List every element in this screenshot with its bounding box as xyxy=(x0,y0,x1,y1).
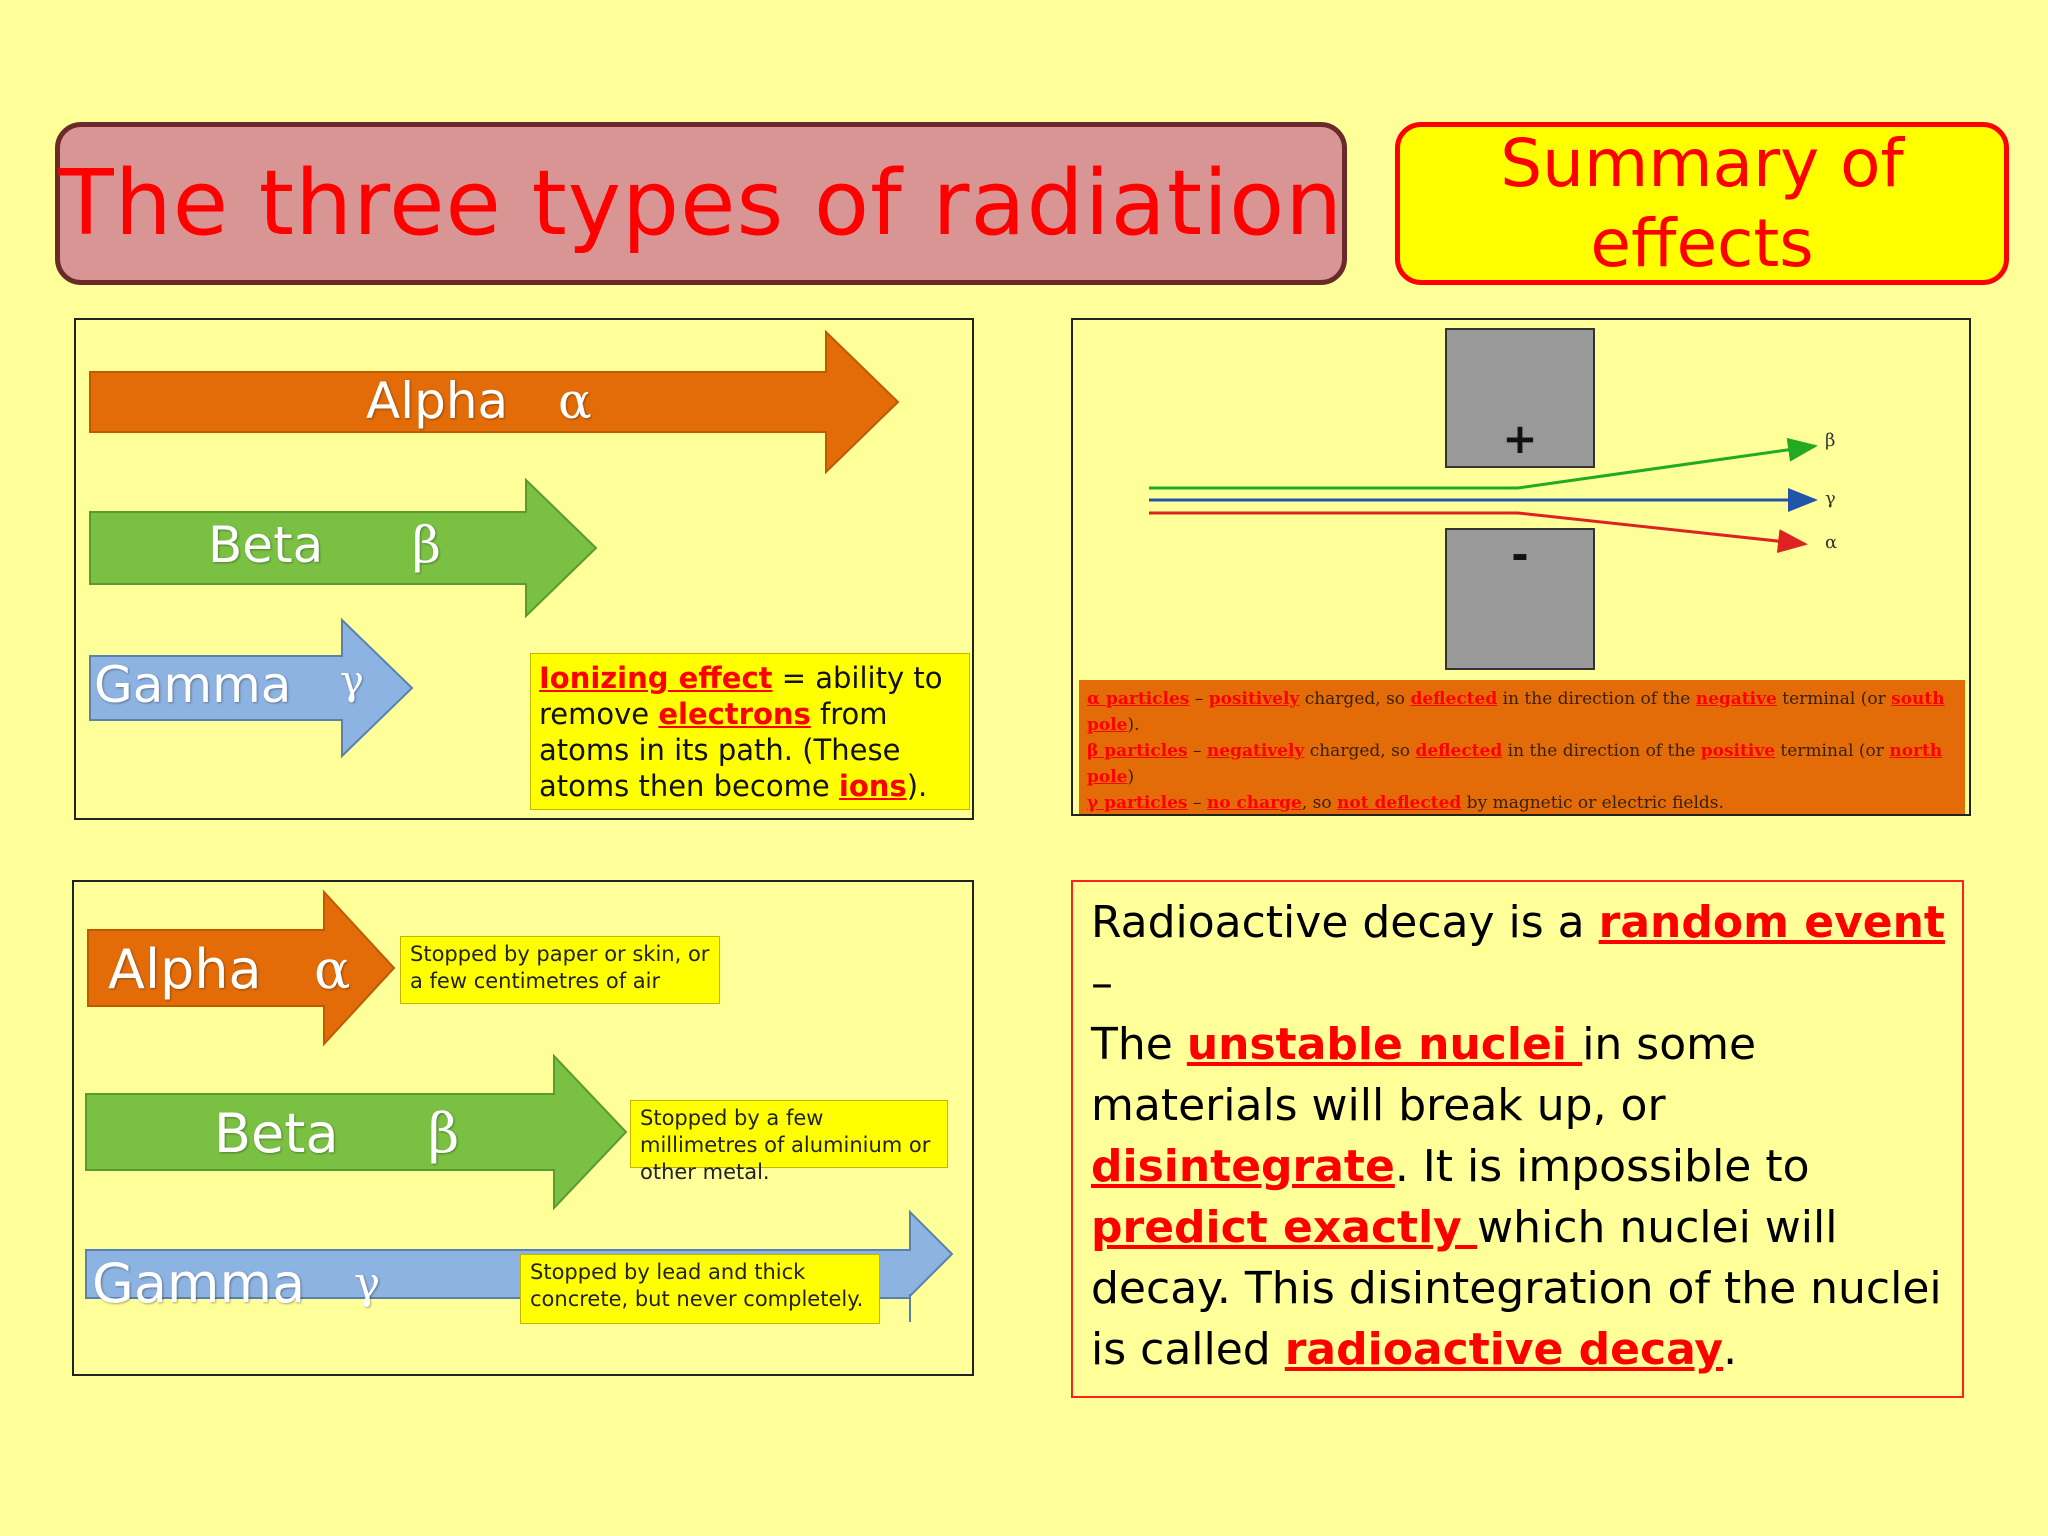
legend-alpha-text-3: terminal (or xyxy=(1776,689,1892,709)
legend-alpha-positive: positively xyxy=(1208,689,1300,709)
legend-alpha-negative: negative xyxy=(1695,689,1777,709)
beta-penetration-symbol: β xyxy=(428,1102,460,1165)
decay-text-1: Radioactive decay is a xyxy=(1091,897,1599,948)
alpha-label: Alpha xyxy=(366,372,509,430)
gamma-penetration-label: Gamma xyxy=(92,1252,306,1315)
predict-exactly-term: predict exactly xyxy=(1091,1202,1478,1253)
legend-gamma-no-charge: no charge xyxy=(1206,793,1302,813)
beta-penetration-arrow xyxy=(85,1053,628,1211)
random-event-term: random event xyxy=(1598,897,1945,948)
disintegrate-term: disintegrate xyxy=(1091,1141,1395,1192)
alpha-penetration-symbol: α xyxy=(314,938,351,1001)
legend-gamma-particles: γ particles xyxy=(1087,793,1188,813)
decay-text-6: which nuclei will decay. This disintegra… xyxy=(1091,1202,1942,1375)
alpha-symbol: α xyxy=(558,372,592,430)
ionizing-term: Ionizing effect xyxy=(539,661,773,695)
legend-beta-text-3: terminal (or xyxy=(1775,741,1890,761)
legend-gamma-dash: – xyxy=(1187,793,1207,813)
decay-text-7: . xyxy=(1723,1324,1738,1375)
beta-symbol: β xyxy=(412,516,441,574)
panel-radiation-types: Alpha α Beta β Gamma γ Ionizing effect =… xyxy=(74,318,974,820)
deflection-legend: α particles – positively charged, so def… xyxy=(1079,680,1965,814)
minus-sign: - xyxy=(1511,530,1529,579)
gamma-penetration-symbol: γ xyxy=(354,1258,381,1309)
positive-plate: + xyxy=(1445,328,1595,468)
legend-beta-deflected: deflected xyxy=(1415,741,1503,761)
ionize-text-3: ). xyxy=(906,769,928,803)
alpha-stopping-note: Stopped by paper or skin, or a few centi… xyxy=(400,936,720,1004)
decay-description: Radioactive decay is a random event – Th… xyxy=(1091,892,1951,1380)
arrows-graphic xyxy=(89,329,900,759)
legend-gamma-text-2: by magnetic or electric fields. xyxy=(1461,793,1724,813)
beam-paths xyxy=(1149,437,1818,554)
ions-term: ions xyxy=(838,769,907,803)
summary-banner: Summary of effects xyxy=(1395,122,2009,285)
alpha-penetration-arrow xyxy=(87,889,396,1047)
beta-label: Beta xyxy=(208,516,324,574)
beta-arrow xyxy=(89,477,598,619)
legend-gamma-text-1: , so xyxy=(1301,793,1338,813)
beta-beam-label: β xyxy=(1825,430,1836,451)
gamma-symbol: γ xyxy=(340,658,364,704)
legend-beta-dash: – xyxy=(1187,741,1207,761)
electrons-term: electrons xyxy=(658,697,811,731)
unstable-nuclei-term: unstable nuclei xyxy=(1186,1019,1583,1070)
legend-alpha-end: ). xyxy=(1127,715,1140,735)
alpha-penetration-label: Alpha xyxy=(108,938,262,1001)
plus-sign: + xyxy=(1502,414,1538,463)
legend-beta-positive: positive xyxy=(1700,741,1776,761)
ionize-text-1: = ability to remove xyxy=(539,661,943,731)
legend-beta-text-2: in the direction of the xyxy=(1502,741,1701,761)
gamma-label: Gamma xyxy=(94,656,292,714)
gamma-beam-label: γ xyxy=(1825,488,1836,509)
legend-alpha-text-2: in the direction of the xyxy=(1497,689,1696,709)
alpha-arrow xyxy=(89,329,900,475)
gamma-stopping-note: Stopped by lead and thick concrete, but … xyxy=(520,1254,880,1324)
legend-beta-pole: north pole xyxy=(1087,741,1943,787)
legend-alpha-deflected: deflected xyxy=(1410,689,1498,709)
negative-plate: - xyxy=(1445,528,1595,670)
legend-alpha-particles: α particles xyxy=(1087,689,1190,709)
summary-label: Summary of effects xyxy=(1500,124,1904,282)
panel-radioactive-decay: Radioactive decay is a random event – Th… xyxy=(1071,880,1964,1398)
alpha-beam xyxy=(1149,511,1808,554)
ionizing-effect-note: Ionizing effect = ability to remove elec… xyxy=(530,653,970,810)
decay-text-5: . It is impossible to xyxy=(1394,1141,1810,1192)
decay-text-4: in some materials will break up, or xyxy=(1091,1019,1757,1131)
legend-beta-particles: β particles xyxy=(1087,741,1188,761)
legend-beta-negative: negatively xyxy=(1206,741,1305,761)
beta-beam xyxy=(1149,437,1818,490)
ionize-text-2: from atoms in its path. (These atoms the… xyxy=(539,697,901,803)
radioactive-decay-term: radioactive decay xyxy=(1284,1324,1724,1375)
legend-beta-text-1: charged, so xyxy=(1304,741,1416,761)
legend-alpha-text-1: charged, so xyxy=(1299,689,1411,709)
legend-gamma-not-deflected: not deflected xyxy=(1337,793,1462,813)
legend-beta-end: ) xyxy=(1127,767,1135,787)
gamma-arrow xyxy=(89,617,414,759)
panel-penetration: Alpha α Stopped by paper or skin, or a f… xyxy=(72,880,974,1376)
panel-deflection-diagram: + - β γ α α particles – positively charg… xyxy=(1071,318,1971,816)
page-title: The three types of radiation xyxy=(58,151,1344,256)
legend-alpha-pole: south pole xyxy=(1087,689,1945,735)
alpha-beam-label: α xyxy=(1825,532,1838,553)
beta-stopping-note: Stopped by a few millimetres of aluminiu… xyxy=(630,1100,948,1184)
legend-alpha-dash: – xyxy=(1189,689,1209,709)
decay-text-3: The xyxy=(1091,1019,1187,1070)
decay-text-2: – xyxy=(1091,958,1113,1009)
title-banner: The three types of radiation xyxy=(55,122,1347,285)
beta-penetration-label: Beta xyxy=(214,1102,339,1165)
